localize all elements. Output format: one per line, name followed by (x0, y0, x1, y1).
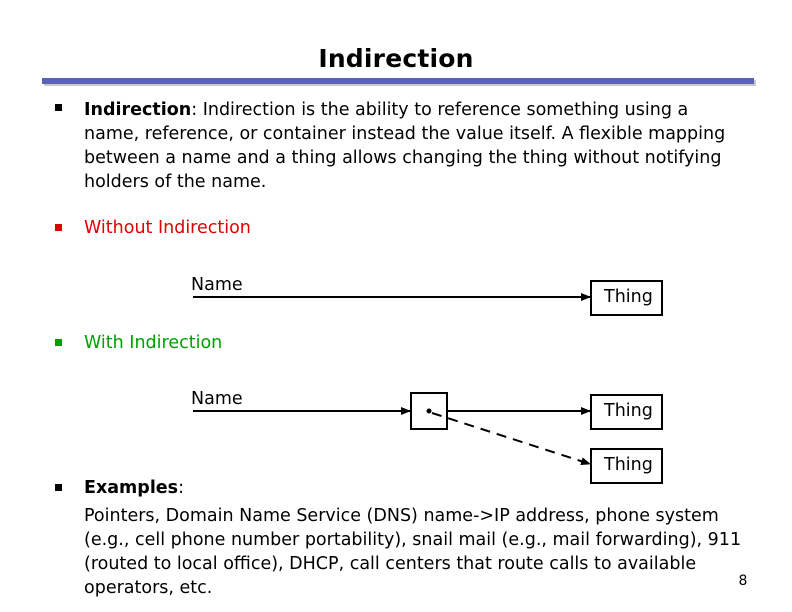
thing-box-current (590, 394, 663, 430)
thing-label-current: Thing (603, 401, 653, 421)
examples-text: Pointers, Domain Name Service (DNS) name… (84, 506, 742, 598)
thing-box (590, 280, 663, 316)
redirect-dashed-arrow (431, 412, 591, 466)
definition-text: Indirection is the ability to reference … (84, 100, 726, 192)
with-indirection-heading: With Indirection (84, 333, 223, 353)
thing-label-alternate: Thing (603, 455, 653, 475)
square-bullet-icon (55, 104, 62, 111)
diagram-without-indirection: Name Thing (191, 275, 663, 316)
examples-colon: : (178, 478, 185, 498)
name-label: Name (191, 389, 243, 409)
page-number: 8 (738, 573, 748, 589)
square-bullet-icon (55, 224, 62, 231)
diagram-with-indirection: Name Thing Thing (191, 389, 663, 484)
examples-term: Examples (84, 478, 179, 498)
definition-colon: : (191, 100, 198, 120)
examples-heading: Examples: (84, 476, 744, 500)
thing-box-alternate (590, 448, 663, 484)
without-indirection-heading: Without Indirection (84, 218, 251, 238)
square-bullet-icon (55, 339, 62, 346)
square-bullet-icon (55, 484, 62, 491)
name-label: Name (191, 275, 243, 295)
slide-title: Indirection (318, 44, 474, 73)
definition-term: Indirection (84, 100, 192, 120)
pointer-dot (426, 408, 432, 414)
title-underline-bar (42, 78, 754, 84)
definition-bullet: Indirection: Indirection is the ability … (84, 98, 744, 194)
thing-label: Thing (603, 287, 653, 307)
